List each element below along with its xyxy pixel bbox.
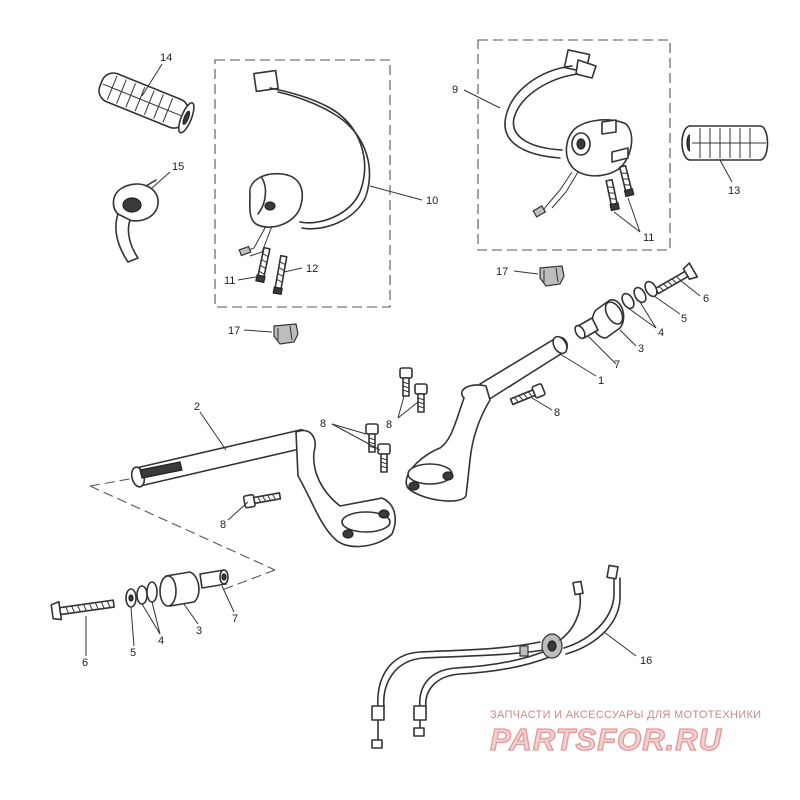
bolt-6-left xyxy=(50,599,115,621)
bolt-6-right xyxy=(654,262,699,295)
callout-15: 15 xyxy=(172,161,184,173)
callout-8-b: 8 xyxy=(320,418,326,430)
callout-17-top: 17 xyxy=(496,266,508,278)
callout-13: 13 xyxy=(728,185,740,197)
callout-1: 1 xyxy=(598,375,604,387)
callout-3-right: 3 xyxy=(638,343,644,355)
left-switch-housing xyxy=(238,69,371,257)
throttle-sleeve xyxy=(112,179,159,263)
washer-4-right-b xyxy=(621,292,635,310)
bar-end-left-assembly xyxy=(50,569,229,621)
washer-4-left-b xyxy=(146,581,158,603)
callout-17-left: 17 xyxy=(228,325,240,337)
screw-11-left xyxy=(255,246,271,284)
callout-6-left: 6 xyxy=(82,657,88,669)
assembly-dash-line xyxy=(89,477,276,591)
handlebar-left xyxy=(130,429,396,548)
washer-4-left-a xyxy=(136,585,148,605)
callout-4-left: 4 xyxy=(158,635,164,647)
bolt-8-c xyxy=(365,423,379,453)
callout-14: 14 xyxy=(160,52,172,64)
callout-8-c: 8 xyxy=(554,407,560,419)
clip-17-top xyxy=(539,265,565,287)
grip-left xyxy=(98,72,195,134)
callout-8-d: 8 xyxy=(220,519,226,531)
throttle-cables xyxy=(371,564,621,749)
grip-right xyxy=(681,125,769,161)
callout-8-a: 8 xyxy=(386,419,392,431)
right-switch-group-box xyxy=(477,39,671,251)
callout-5-left: 5 xyxy=(130,647,136,659)
callout-6-right: 6 xyxy=(703,293,709,305)
bar-end-right-assembly xyxy=(574,262,699,340)
left-switch-group-box xyxy=(214,59,391,308)
handlebar-right xyxy=(405,335,569,502)
bolt-8-right xyxy=(509,383,546,406)
callout-9: 9 xyxy=(452,84,458,96)
insert-7-right xyxy=(574,317,599,340)
washer-5-right xyxy=(644,280,658,298)
callout-2: 2 xyxy=(194,401,200,413)
screw-11-right-a xyxy=(605,178,620,212)
leader-lines xyxy=(85,63,733,657)
bolt-8-lower xyxy=(242,492,282,509)
screw-12 xyxy=(272,254,288,296)
callout-11-right: 11 xyxy=(643,232,654,244)
insert-7-left xyxy=(199,569,229,589)
bolt-8-a xyxy=(399,367,413,397)
callout-4-right: 4 xyxy=(658,327,664,339)
right-switch-housing xyxy=(504,49,633,218)
weight-3-left xyxy=(159,571,200,607)
callout-11-left: 11 xyxy=(224,275,235,287)
screw-11-right-b xyxy=(618,164,635,198)
callout-7-left: 7 xyxy=(232,613,238,625)
washer-4-right-a xyxy=(633,286,647,304)
bolt-8-d xyxy=(377,443,391,473)
callout-5-right: 5 xyxy=(681,313,687,325)
clip-17-left xyxy=(273,323,299,345)
watermark-brand: PARTSFOR.RU xyxy=(490,722,723,757)
callout-3-left: 3 xyxy=(196,625,202,637)
weight-3-right xyxy=(591,299,625,339)
callout-16: 16 xyxy=(640,655,652,667)
callout-10: 10 xyxy=(426,195,438,207)
watermark-tagline: ЗАПЧАСТИ И АКСЕССУАРЫ ДЛЯ МОТОТЕХНИКИ xyxy=(490,709,761,721)
callout-7-right: 7 xyxy=(614,359,620,371)
callout-12: 12 xyxy=(306,263,318,275)
bolt-8-b xyxy=(414,383,428,413)
